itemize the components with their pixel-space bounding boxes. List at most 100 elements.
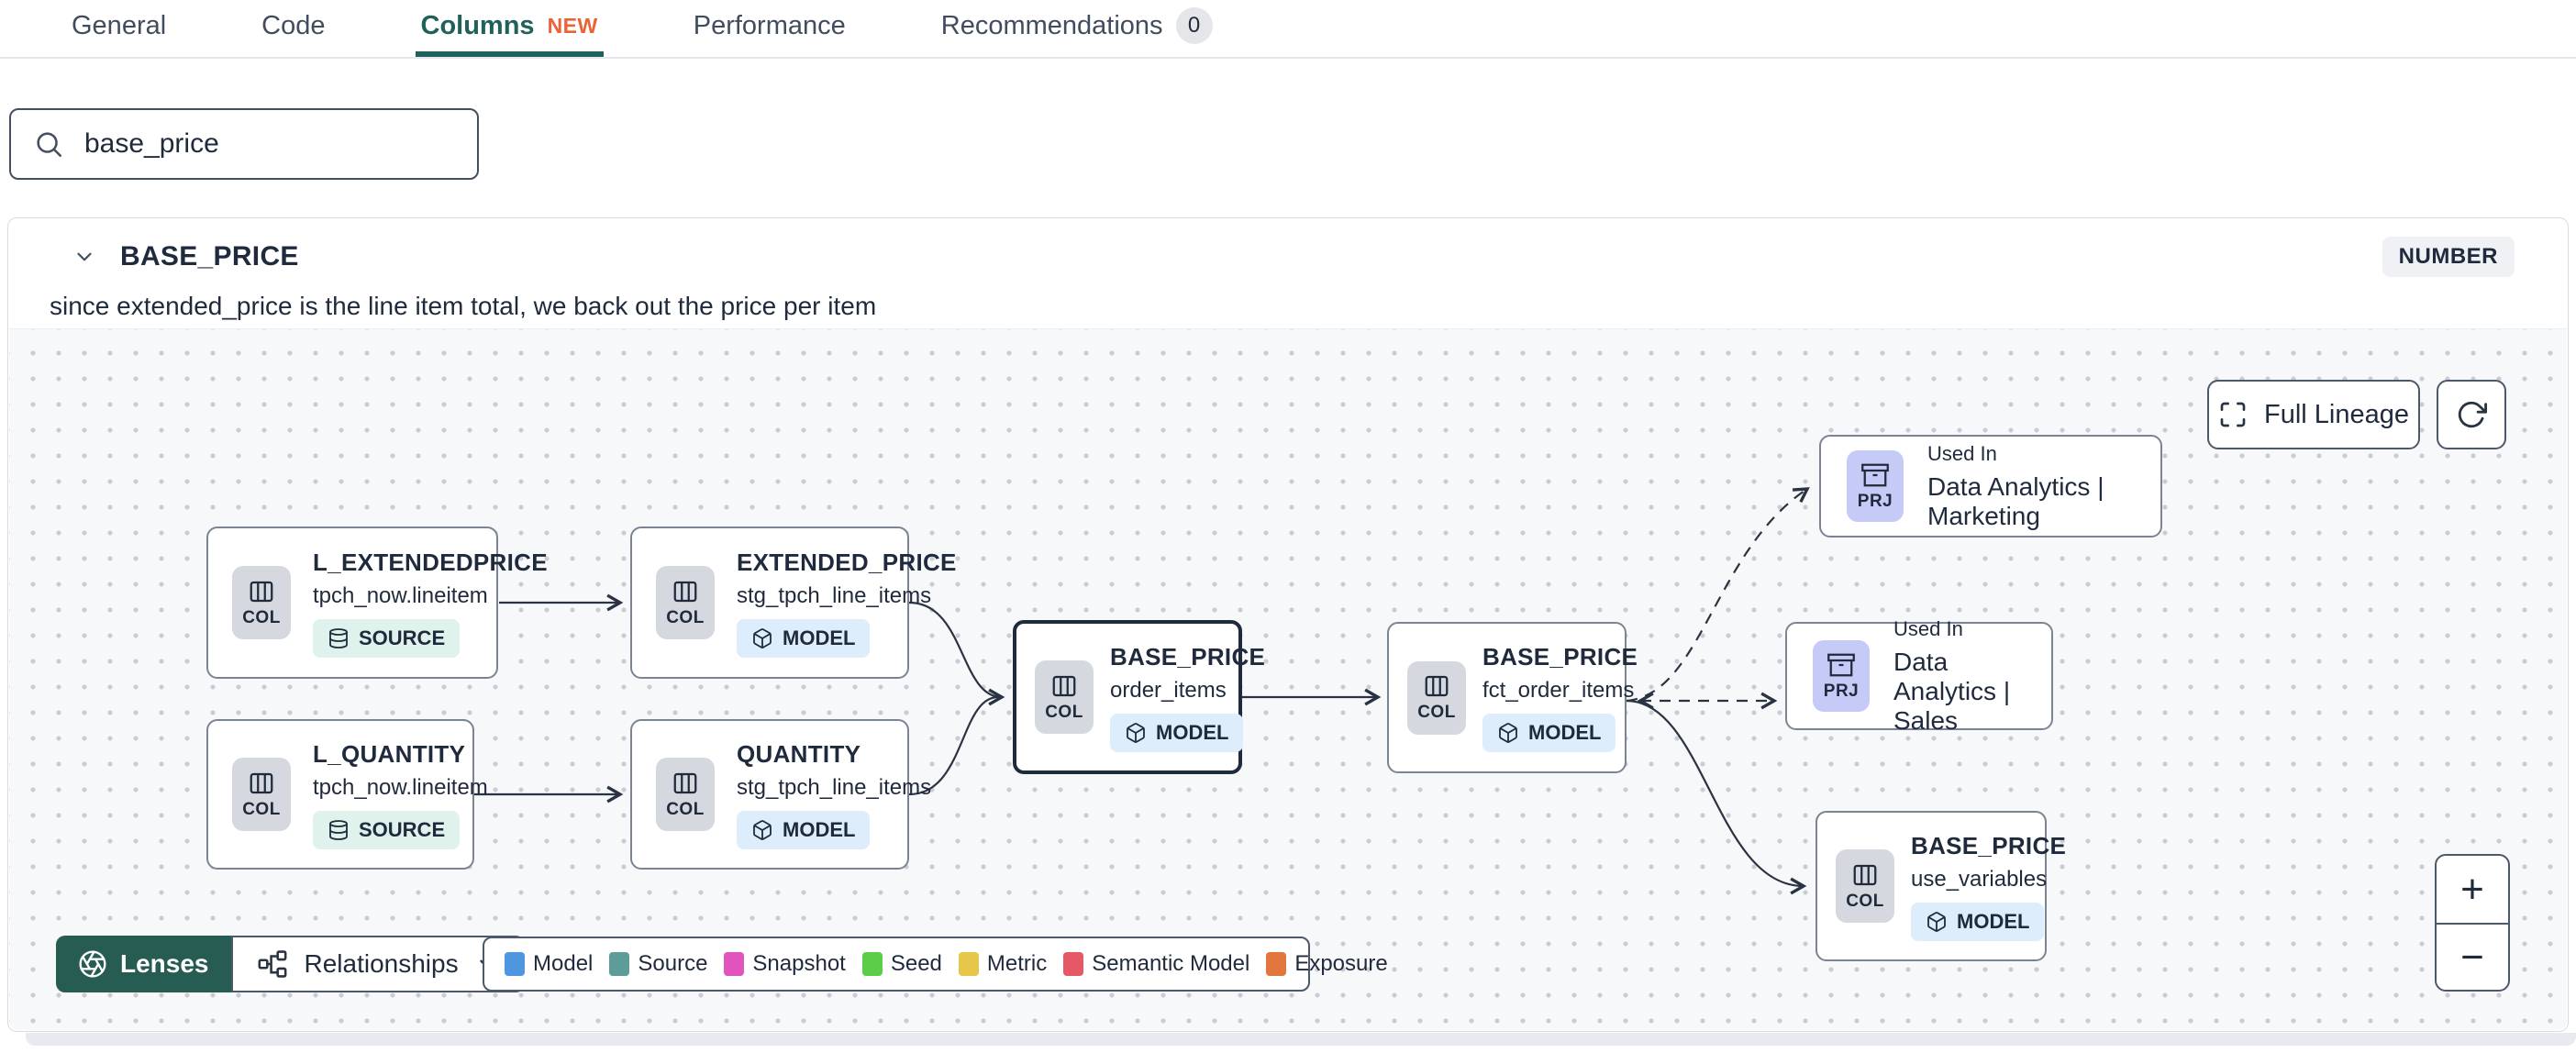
legend-swatch bbox=[1266, 952, 1287, 976]
node-quantity[interactable]: COL QUANTITY stg_tpch_line_items MODEL bbox=[630, 719, 931, 870]
badge-label: SOURCE bbox=[359, 626, 446, 649]
tab-recommendations[interactable]: Recommendations 0 bbox=[936, 0, 1218, 57]
node-subtitle: stg_tpch_line_items bbox=[737, 582, 932, 608]
node-body: Used In Data Analytics | Sales bbox=[1893, 617, 2026, 736]
chip-label: COL bbox=[242, 607, 281, 627]
chip-label: COL bbox=[666, 799, 705, 819]
node-body: L_EXTENDEDPRICE tpch_now.lineitem SOURCE bbox=[313, 549, 548, 658]
zoom-in-button[interactable]: + bbox=[2460, 866, 2484, 912]
legend-item-source: Source bbox=[609, 951, 707, 977]
column-search[interactable] bbox=[9, 108, 479, 180]
column-panel: BASE_PRICE NUMBER since extended_price i… bbox=[7, 217, 2569, 1032]
tab-label: Code bbox=[261, 10, 326, 40]
zoom-controls: + − bbox=[2435, 854, 2510, 992]
node-base-price-use-variables[interactable]: COL BASE_PRICE use_variables MODEL bbox=[1815, 811, 2066, 961]
tab-label: Columns bbox=[420, 10, 535, 40]
model-badge: MODEL bbox=[1911, 902, 2045, 941]
node-used-in-marketing[interactable]: PRJ Used In Data Analytics | Marketing bbox=[1819, 435, 2162, 538]
badge-label: MODEL bbox=[783, 626, 856, 649]
legend-swatch bbox=[861, 952, 883, 976]
node-base-price-order-items[interactable]: COL BASE_PRICE order_items MODEL bbox=[1013, 620, 1265, 774]
chip-label: COL bbox=[242, 799, 281, 819]
lineage-canvas[interactable]: COL L_EXTENDEDPRICE tpch_now.lineitem SO… bbox=[9, 328, 2567, 1030]
node-body: BASE_PRICE order_items MODEL bbox=[1110, 643, 1265, 752]
project-icon bbox=[1861, 463, 1889, 486]
badge-label: MODEL bbox=[783, 817, 856, 841]
column-chip: COL bbox=[1836, 849, 1894, 923]
tab-columns[interactable]: Columns NEW bbox=[415, 0, 604, 57]
cube-icon bbox=[753, 627, 772, 648]
zoom-out-button[interactable]: − bbox=[2437, 923, 2508, 990]
chip-label: COL bbox=[1417, 703, 1456, 722]
node-extended-price[interactable]: COL EXTENDED_PRICE stg_tpch_line_items M… bbox=[630, 526, 956, 679]
column-chip: COL bbox=[232, 758, 291, 831]
badge-label: MODEL bbox=[1156, 720, 1229, 744]
chip-label: PRJ bbox=[1857, 491, 1893, 511]
legend-item-metric: Metric bbox=[958, 951, 1047, 977]
source-badge: SOURCE bbox=[313, 810, 461, 849]
node-subtitle: tpch_now.lineitem bbox=[313, 582, 488, 608]
database-icon bbox=[329, 627, 348, 648]
full-lineage-label: Full Lineage bbox=[2264, 399, 2409, 429]
columns-icon bbox=[673, 772, 697, 793]
model-badge: MODEL bbox=[737, 618, 871, 658]
refresh-icon bbox=[2458, 401, 2487, 428]
legend-label: Snapshot bbox=[752, 951, 846, 976]
column-name: BASE_PRICE bbox=[120, 241, 299, 272]
aperture-icon bbox=[79, 950, 106, 978]
legend-label: Semantic Model bbox=[1092, 951, 1250, 976]
lineage-edges bbox=[474, 487, 1810, 895]
node-body: BASE_PRICE use_variables MODEL bbox=[1911, 832, 2066, 941]
legend-item-exposure: Exposure bbox=[1266, 951, 1388, 977]
legend-label: Exposure bbox=[1294, 951, 1388, 976]
model-badge: MODEL bbox=[737, 810, 871, 849]
node-base-price-fct-order-items[interactable]: COL BASE_PRICE fct_order_items MODEL bbox=[1387, 622, 1638, 773]
chevron-down-icon[interactable] bbox=[72, 245, 96, 269]
column-chip: COL bbox=[1407, 660, 1466, 735]
database-icon bbox=[329, 819, 348, 840]
project-icon bbox=[1827, 653, 1855, 676]
columns-icon bbox=[1853, 864, 1877, 885]
source-badge: SOURCE bbox=[313, 618, 461, 658]
columns-icon bbox=[250, 772, 273, 793]
full-lineage-button[interactable]: Full Lineage bbox=[2207, 380, 2420, 449]
columns-icon bbox=[250, 581, 273, 602]
relationships-label: Relationships bbox=[304, 949, 459, 978]
node-body: BASE_PRICE fct_order_items MODEL bbox=[1482, 643, 1638, 752]
node-l-extendedprice[interactable]: COL L_EXTENDEDPRICE tpch_now.lineitem SO… bbox=[206, 526, 548, 679]
node-body: Used In Data Analytics | Marketing bbox=[1927, 442, 2135, 531]
node-used-in-sales[interactable]: PRJ Used In Data Analytics | Sales bbox=[1785, 617, 2053, 735]
legend-item-snapshot: Snapshot bbox=[724, 951, 846, 977]
legend-item-model: Model bbox=[505, 951, 593, 977]
tab-code[interactable]: Code bbox=[256, 0, 330, 57]
refresh-button[interactable] bbox=[2437, 380, 2506, 449]
chip-label: COL bbox=[1045, 702, 1083, 722]
chip-label: PRJ bbox=[1823, 681, 1860, 701]
used-in-name: Data Analytics | Marketing bbox=[1927, 471, 2104, 530]
search-input[interactable] bbox=[83, 127, 455, 161]
relationships-dropdown[interactable]: Relationships bbox=[230, 936, 525, 992]
chip-label: COL bbox=[666, 607, 705, 627]
node-title: BASE_PRICE bbox=[1482, 643, 1638, 671]
tab-general[interactable]: General bbox=[66, 0, 172, 57]
tab-performance[interactable]: Performance bbox=[688, 0, 851, 57]
badge-label: MODEL bbox=[1528, 721, 1602, 744]
legend-label: Source bbox=[638, 951, 708, 976]
column-description: since extended_price is the line item to… bbox=[50, 292, 877, 320]
legend-swatch bbox=[1063, 952, 1084, 976]
cube-icon bbox=[1127, 722, 1145, 743]
node-title: L_EXTENDEDPRICE bbox=[313, 548, 548, 576]
model-badge: MODEL bbox=[1482, 714, 1616, 752]
project-chip: PRJ bbox=[1813, 640, 1870, 712]
columns-icon bbox=[1052, 675, 1076, 696]
lenses-button[interactable]: Lenses bbox=[56, 936, 231, 992]
legend-item-seed: Seed bbox=[861, 951, 942, 977]
expand-icon bbox=[2220, 402, 2246, 427]
column-header-row[interactable]: BASE_PRICE NUMBER bbox=[8, 218, 2568, 277]
node-subtitle: stg_tpch_line_items bbox=[737, 774, 932, 800]
columns-icon bbox=[1425, 675, 1449, 697]
node-body: L_QUANTITY tpch_now.lineitem SOURCE bbox=[313, 740, 488, 849]
node-l-quantity[interactable]: COL L_QUANTITY tpch_now.lineitem SOURCE bbox=[206, 719, 488, 870]
cube-icon bbox=[753, 819, 772, 840]
legend-label: Seed bbox=[890, 951, 942, 976]
